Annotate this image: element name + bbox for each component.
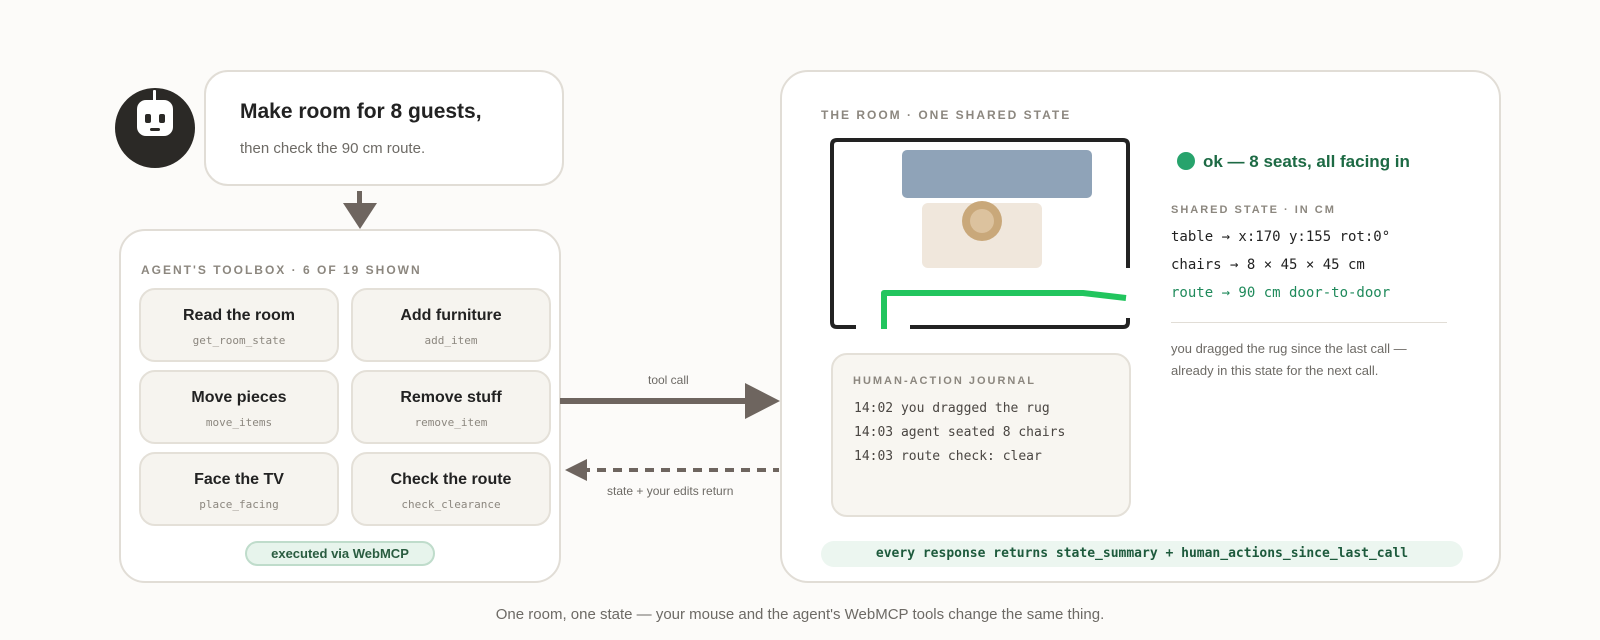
agent-toolbox: AGENT'S TOOLBOX · 6 OF 19 SHOWN Read the…	[119, 229, 561, 583]
state-note: you dragged the rug since the last call …	[1171, 341, 1407, 378]
journal-entry: 14:02 you dragged the rug	[854, 401, 1050, 416]
tv-piece[interactable]	[902, 150, 1092, 198]
robot-icon	[137, 100, 173, 136]
tool-label: Check the route	[390, 471, 512, 488]
tool-function: place_facing	[199, 498, 279, 511]
journal-entry: 14:03 agent seated 8 chairs	[854, 425, 1066, 440]
tool-call-label: tool call	[648, 373, 689, 387]
tool-function: remove_item	[414, 416, 488, 429]
robot-eye-left	[145, 114, 151, 123]
return-label: state + your edits return	[607, 484, 734, 498]
tool-function: add_item	[424, 334, 478, 347]
webmcp-badge: executed via WebMCP	[245, 541, 435, 566]
prompt-line-2: then check the 90 cm route.	[240, 140, 426, 157]
tool-label: Face the TV	[194, 471, 284, 488]
state-table: table → x:170 y:155 rot:0°	[1171, 229, 1391, 245]
state-chairs: chairs → 8 × 45 × 45 cm	[1171, 257, 1365, 273]
tool-remove-stuff[interactable]: Remove stuff remove_item	[351, 370, 551, 444]
agent-avatar	[115, 88, 195, 168]
tool-function: get_room_state	[192, 334, 286, 347]
response-footer: every response returns state_summary + h…	[821, 541, 1463, 567]
caption: One room, one state — your mouse and the…	[495, 606, 1105, 623]
room-title: THE ROOM · ONE SHARED STATE	[821, 108, 1072, 122]
tool-call-arrow-icon	[745, 383, 780, 419]
human-action-journal: HUMAN-ACTION JOURNAL 14:02 you dragged t…	[831, 353, 1131, 517]
tool-label: Move pieces	[191, 389, 287, 406]
tool-function: check_clearance	[401, 498, 501, 511]
tool-label: Remove stuff	[400, 389, 502, 406]
status-text: ok — 8 seats, all facing in	[1203, 152, 1410, 171]
antenna-icon	[153, 90, 156, 101]
prompt-line-1: Make room for 8 guests,	[240, 100, 482, 123]
state-route: route → 90 cm door-to-door	[1171, 285, 1391, 301]
tool-label: Read the room	[182, 307, 295, 324]
tool-read-room[interactable]: Read the room get_room_state	[139, 288, 339, 362]
robot-mouth	[150, 128, 160, 131]
tool-call-arrow-shaft	[560, 398, 747, 404]
robot-eye-right	[159, 114, 165, 123]
down-arrow-stem	[357, 191, 362, 205]
room-wall	[830, 138, 1130, 329]
toolbox-title: AGENT'S TOOLBOX · 6 OF 19 SHOWN	[141, 263, 422, 277]
room-panel: THE ROOM · ONE SHARED STATE HUMAN-ACTION…	[780, 70, 1501, 583]
room-wall-right	[910, 318, 1130, 329]
tool-label: Add furniture	[400, 307, 502, 324]
return-arrow-icon	[565, 459, 587, 481]
shared-state-title: SHARED STATE · IN CM	[1171, 204, 1336, 216]
tool-add-furniture[interactable]: Add furniture add_item	[351, 288, 551, 362]
tool-function: move_items	[205, 416, 273, 429]
floor-plan[interactable]	[828, 136, 1132, 336]
table-top	[970, 209, 994, 233]
journal-entry: 14:03 route check: clear	[854, 449, 1042, 464]
connector-arrows	[560, 383, 780, 481]
route-path	[881, 290, 1127, 329]
journal-title: HUMAN-ACTION JOURNAL	[853, 375, 1036, 387]
down-arrow-icon	[343, 203, 377, 229]
tool-check-route[interactable]: Check the route check_clearance	[351, 452, 551, 526]
state-divider	[1171, 322, 1447, 323]
prompt-bubble: Make room for 8 guests, then check the 9…	[204, 70, 564, 186]
status-ok-icon	[1177, 152, 1195, 170]
tool-face-tv[interactable]: Face the TV place_facing	[139, 452, 339, 526]
tool-move-pieces[interactable]: Move pieces move_items	[139, 370, 339, 444]
